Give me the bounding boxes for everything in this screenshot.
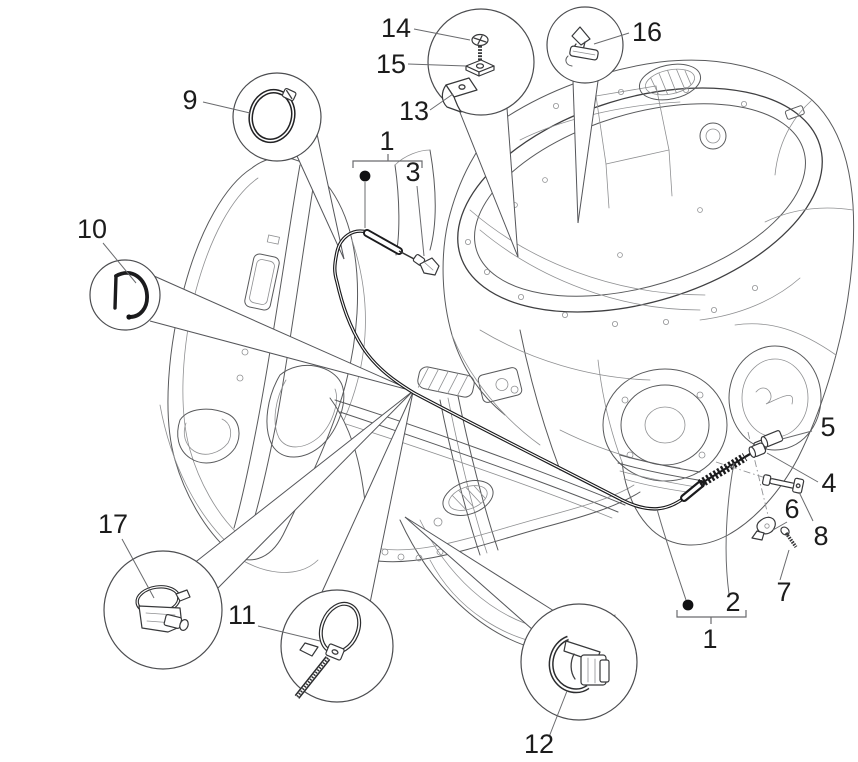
label-2: 2 [725, 587, 740, 617]
leader-lines [102, 28, 819, 738]
label-8: 8 [813, 521, 828, 551]
callout-balloon-tails [149, 80, 599, 631]
label-14: 14 [381, 13, 411, 43]
circle-9 [232, 72, 322, 162]
part-7-screw [780, 526, 798, 548]
label-17: 17 [98, 509, 128, 539]
assembly-marker-top [352, 154, 423, 228]
label-4: 4 [821, 468, 836, 498]
circle-12 [520, 603, 638, 721]
loose-parts [412, 254, 805, 548]
circle-10 [89, 259, 161, 331]
callout-number-labels: 14 15 13 16 9 1 3 10 5 4 6 8 7 2 1 17 11… [77, 13, 837, 759]
part-4-bushing [748, 442, 767, 458]
part-12-spring-clamp [548, 635, 610, 694]
transmission-cable [333, 229, 767, 511]
part-10-c-clip [113, 271, 149, 320]
label-6: 6 [784, 494, 799, 524]
label-11: 11 [228, 600, 256, 630]
label-9: 9 [182, 85, 197, 115]
part-15-clip-nut [465, 59, 495, 77]
assembly-marker-bottom [676, 599, 747, 624]
part-16-push-clip [565, 26, 599, 67]
part-3-cable-end [412, 254, 440, 276]
part-11-cable-tie [294, 601, 362, 699]
label-3: 3 [405, 157, 420, 187]
label-13: 13 [399, 96, 429, 126]
label-16: 16 [632, 17, 662, 47]
circle-16 [546, 6, 624, 84]
part-6-clip [751, 516, 776, 541]
label-15: 15 [376, 49, 406, 79]
part-9-clamp-ring [248, 87, 297, 144]
label-12: 12 [524, 729, 554, 759]
part-13-bracket [441, 77, 478, 113]
magnified-parts [113, 26, 610, 699]
label-1-bottom: 1 [702, 624, 717, 654]
label-5: 5 [820, 412, 835, 442]
part-17-clamp [135, 585, 191, 633]
part-8-pin [761, 474, 805, 494]
label-10: 10 [77, 214, 107, 244]
label-7: 7 [776, 577, 791, 607]
label-1-top: 1 [379, 126, 394, 156]
